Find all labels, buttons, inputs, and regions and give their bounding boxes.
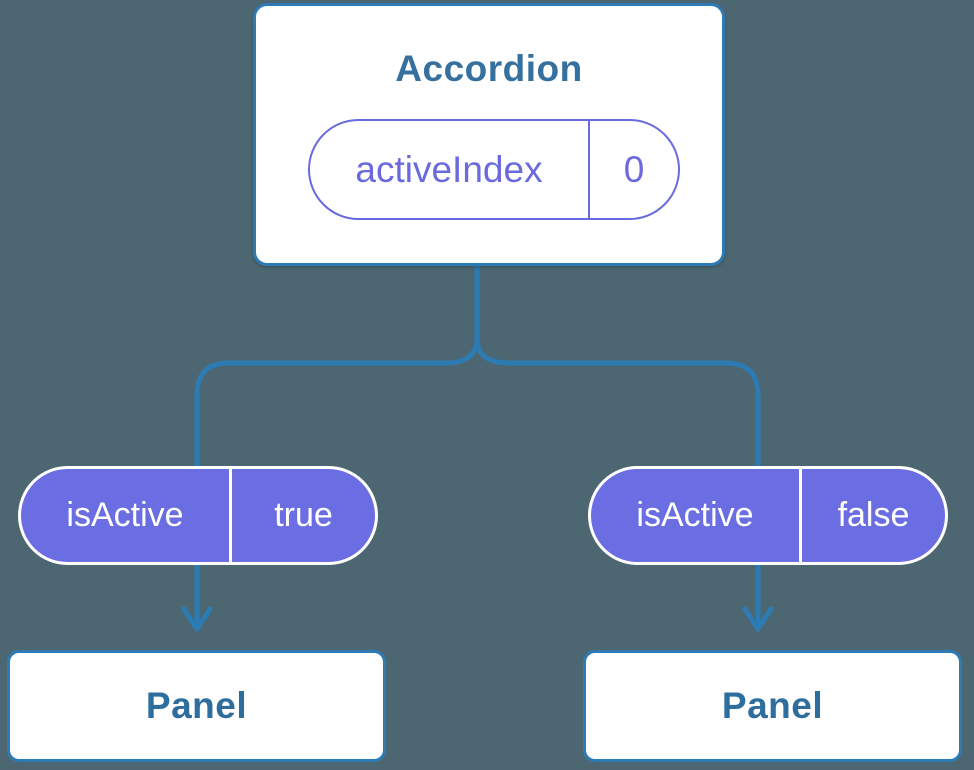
state-pill: activeIndex 0	[308, 119, 680, 220]
panel-component-card-right: Panel	[583, 650, 962, 762]
state-name-label: activeIndex	[355, 148, 543, 190]
state-value-label: 0	[588, 121, 678, 218]
prop-name-label: isActive	[66, 496, 184, 534]
connector-right-branch	[474, 265, 761, 628]
prop-name-label: isActive	[636, 496, 754, 534]
component-title: Accordion	[395, 48, 583, 89]
accordion-component-card: Accordion activeIndex 0	[253, 3, 725, 266]
component-title: Panel	[721, 685, 824, 726]
arrow-down-left-icon	[181, 606, 213, 632]
arrow-down-right-icon	[742, 606, 774, 632]
prop-value-label: true	[229, 469, 375, 562]
connector-left-branch	[194, 265, 480, 628]
prop-pill-left: isActive true	[18, 466, 378, 565]
panel-component-card-left: Panel	[7, 650, 386, 762]
prop-pill-right: isActive false	[588, 466, 948, 565]
prop-value-label: false	[799, 469, 945, 562]
component-title: Panel	[145, 685, 248, 726]
